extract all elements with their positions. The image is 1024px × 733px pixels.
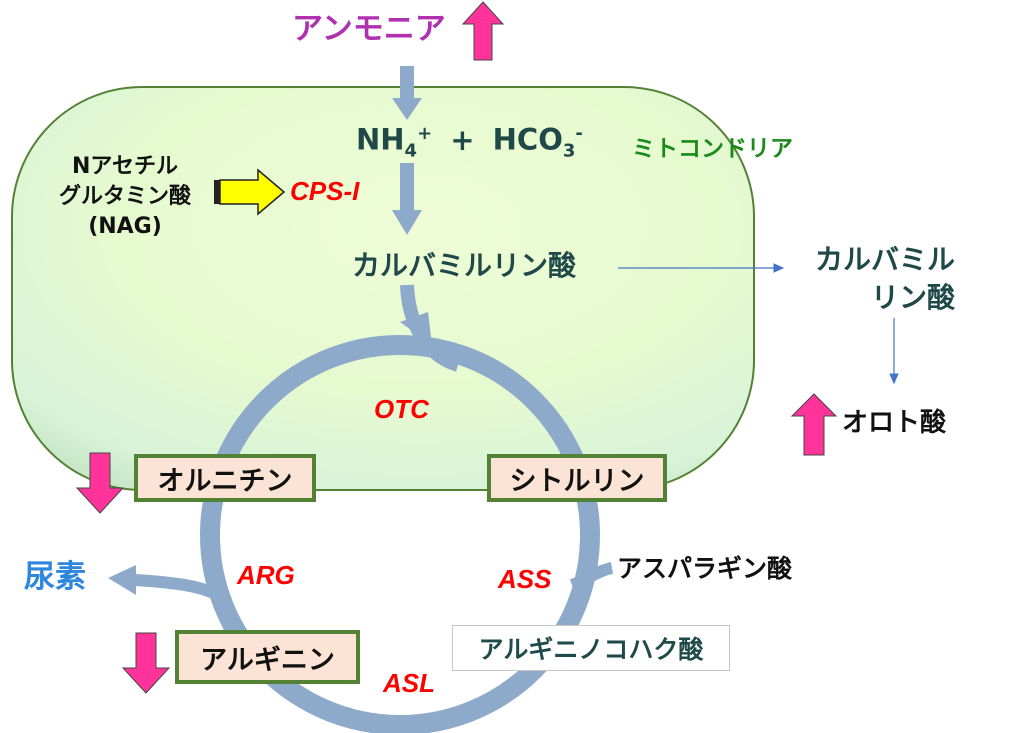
ammonia-label: アンモニア — [292, 11, 446, 47]
ornithine-label: オルニチン — [157, 465, 293, 497]
nag-line-2: グルタミン酸 — [58, 184, 191, 209]
enzyme-arg: ARG — [237, 560, 295, 590]
nag-line-1: Nアセチル — [72, 154, 178, 179]
enzyme-asl: ASL — [383, 668, 435, 698]
orotic-acid-increase-arrow — [790, 393, 838, 456]
substrates-label: NH4+ + HCO3- — [356, 125, 583, 160]
arginine-label: アルギニン — [200, 644, 335, 676]
enzyme-ass: ASS — [498, 564, 552, 594]
citrulline-box: シトルリン — [487, 454, 667, 502]
enzyme-otc: OTC — [374, 394, 429, 424]
orotic-acid-label: オロト酸 — [842, 408, 947, 438]
urea-cycle-ring — [200, 335, 600, 733]
arginine-box: アルギニン — [175, 630, 360, 684]
ornithine-box: オルニチン — [134, 454, 316, 502]
ammonia-influx-arrow — [392, 66, 422, 120]
enzyme-cps-i: CPS-I — [290, 176, 360, 206]
nag-line-3: (NAG) — [88, 214, 162, 239]
hco3-subscript: 3 — [562, 140, 576, 162]
ornithine-decrease-arrow — [75, 452, 125, 514]
carbamyl-phosphate-label: カルバミルリン酸 — [352, 249, 577, 282]
nh4-label: NH — [356, 122, 405, 157]
mitochondria-label: ミトコンドリア — [632, 136, 793, 162]
arginine-decrease-arrow — [121, 632, 171, 694]
argininosuccinate-box: アルギニノコハク酸 — [452, 625, 730, 671]
urea-label: 尿素 — [24, 559, 86, 595]
nag-label: Nアセチル グルタミン酸 (NAG) — [40, 152, 210, 242]
mitochondria-compartment — [11, 86, 755, 491]
nh4-subscript: 4 — [404, 140, 418, 162]
aspartate-entry-branch — [569, 562, 614, 591]
hco3-superscript: - — [575, 123, 583, 144]
carbamyl-phosphate-cytosol-label: カルバミル リン酸 — [790, 241, 955, 317]
citrulline-label: シトルリン — [509, 465, 645, 497]
plus-sign: + — [450, 122, 475, 157]
ammonia-increase-arrow — [461, 1, 505, 61]
carbamyl-cyto-line-1: カルバミル — [814, 243, 955, 276]
urea-exit-arrow — [108, 565, 229, 605]
cps-reaction-arrow — [392, 163, 422, 235]
argininosuccinate-label: アルギニノコハク酸 — [478, 635, 704, 664]
nh4-superscript: + — [417, 123, 433, 144]
carbamyl-cyto-line-2: リン酸 — [870, 281, 955, 314]
hco3-label: HCO — [492, 122, 563, 157]
nag-activation-arrow — [214, 168, 286, 216]
aspartate-label: アスパラギン酸 — [617, 554, 793, 583]
